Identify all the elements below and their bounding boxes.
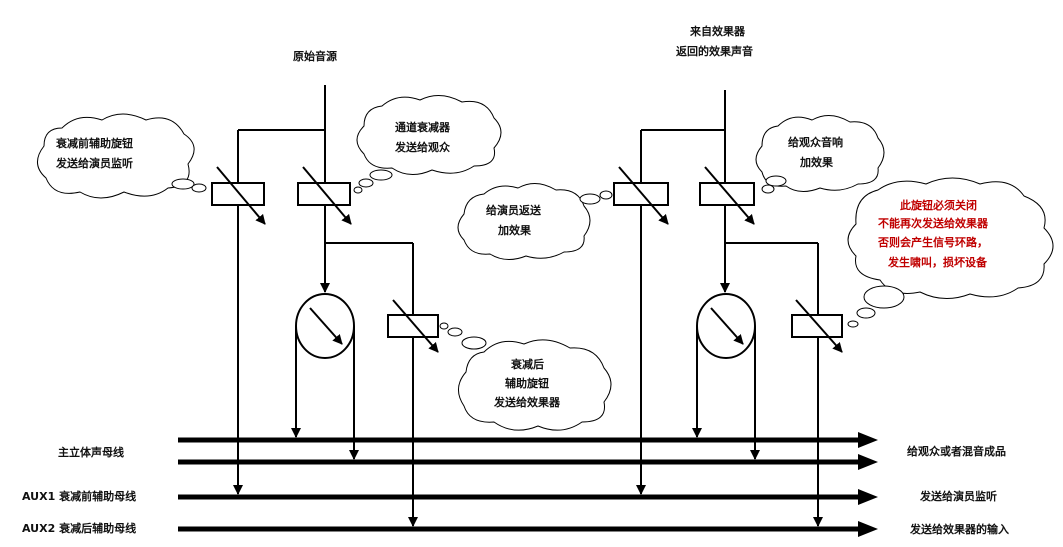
aux2-output-label: 发送给效果器的输入 (909, 522, 1009, 536)
return-audience-knob[interactable] (699, 166, 755, 225)
main-output-label: 给观众或者混音成品 (907, 444, 1006, 458)
channel-fader-text-1: 通道衰减器 (395, 120, 451, 134)
aux1-bus-label: AUX1 衰减前辅助母线 (22, 489, 136, 503)
warning-text-1: 此旋钮必须关闭 (900, 198, 977, 212)
main-stereo-bus-l-arrowhead (858, 432, 878, 448)
pre-fader-aux-text-1: 衰减前辅助旋钮 (55, 136, 133, 150)
aux1-bus-arrowhead (858, 489, 878, 505)
pan-knob-right[interactable] (696, 293, 756, 359)
callout-warning: 此旋钮必须关闭 不能再次发送给效果器 否则会产生信号环路， 发生啸叫，损坏设备 (847, 177, 1054, 328)
main-stereo-bus-r-arrowhead (858, 454, 878, 470)
pre-fader-aux-text-2: 发送给演员监听 (55, 156, 133, 170)
pre-fader-aux-knob[interactable] (211, 166, 266, 225)
aux1-output-label: 发送给演员监听 (919, 489, 997, 503)
audience-fx-text-2: 加效果 (799, 155, 833, 169)
post-fader-aux-text-3: 发送给效果器 (493, 395, 561, 409)
source-channel-strip (211, 85, 439, 527)
fx-return-channel-strip (613, 90, 843, 527)
warning-text-4: 发生啸叫，损坏设备 (887, 255, 988, 269)
warning-text-3: 否则会产生信号环路， (877, 235, 988, 249)
callout-post-fader-aux: 衰减后 辅助旋钮 发送给效果器 (439, 322, 612, 431)
return-fx-send-knob[interactable] (791, 299, 843, 353)
post-fader-aux-text-2: 辅助旋钮 (505, 376, 549, 390)
bus-lines (178, 432, 878, 537)
return-label-2: 返回的效果声音 (676, 44, 753, 58)
aux2-bus-label: AUX2 衰减后辅助母线 (22, 521, 136, 535)
pan-knob-left[interactable] (295, 293, 355, 359)
aux2-bus-arrowhead (858, 521, 878, 537)
warning-text-2: 不能再次发送给效果器 (878, 216, 989, 230)
performer-return-text-2: 加效果 (497, 223, 531, 237)
return-performer-knob[interactable] (613, 166, 669, 225)
callout-channel-fader: 通道衰减器 发送给观众 (353, 95, 502, 194)
post-fader-aux-text-1: 衰减后 (510, 357, 544, 371)
callout-performer-return: 给演员返送 加效果 (457, 183, 613, 260)
source-label: 原始音源 (293, 49, 337, 63)
channel-fader-text-2: 发送给观众 (394, 140, 451, 154)
callout-pre-fader-aux: 衰减前辅助旋钮 发送给演员监听 (37, 113, 207, 199)
channel-fader-knob[interactable] (297, 166, 352, 225)
main-stereo-bus-label: 主立体声母线 (58, 445, 124, 459)
callout-audience-fx: 给观众音响 加效果 (755, 115, 885, 194)
performer-return-text-1: 给演员返送 (486, 203, 542, 217)
post-fader-aux-knob[interactable] (387, 299, 439, 353)
return-label-1: 来自效果器 (689, 24, 746, 38)
audience-fx-text-1: 给观众音响 (788, 135, 843, 149)
